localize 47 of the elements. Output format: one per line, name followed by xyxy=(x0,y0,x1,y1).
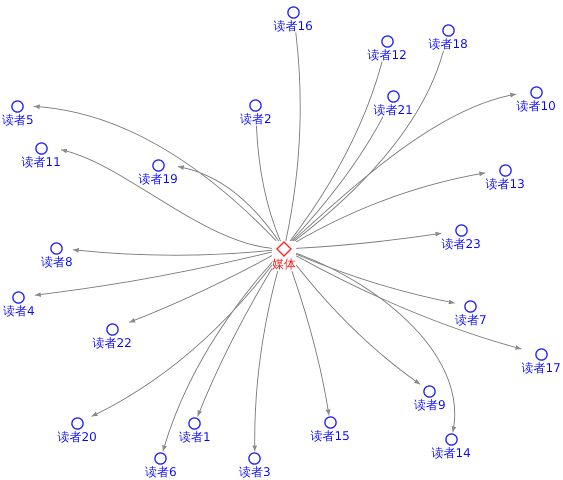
node-label: 读者6 xyxy=(145,464,177,478)
connector-line xyxy=(285,32,301,242)
node-label: 读者11 xyxy=(22,154,61,168)
arrow xyxy=(128,255,272,323)
node-label: 读者1 xyxy=(179,430,211,444)
arrow xyxy=(296,252,456,433)
node-label: 读者13 xyxy=(486,176,525,190)
arrow xyxy=(296,254,456,304)
node-label: 读者8 xyxy=(41,254,73,268)
arrow xyxy=(296,172,486,242)
node-label: 读者19 xyxy=(138,172,178,186)
arrow xyxy=(60,149,272,249)
node-label: 读者5 xyxy=(2,112,34,126)
arrow xyxy=(296,255,522,350)
node-label: 读者15 xyxy=(310,428,350,442)
arrow xyxy=(91,264,272,417)
node-label: 读者16 xyxy=(274,18,313,32)
arrow xyxy=(197,268,272,417)
node-label: 读者21 xyxy=(374,102,413,116)
connector-line xyxy=(291,116,384,242)
node-label: 读者20 xyxy=(58,430,97,444)
arrow xyxy=(252,270,278,452)
arrow xyxy=(292,93,517,242)
node-label: 读者12 xyxy=(368,48,407,62)
connector-line xyxy=(256,125,281,242)
node-label: 读者9 xyxy=(414,398,446,412)
arrow xyxy=(162,262,272,452)
arrow xyxy=(177,166,280,242)
node-label: 读者22 xyxy=(92,336,132,350)
connector-line xyxy=(290,61,383,242)
node-label: 读者23 xyxy=(442,236,481,250)
node-label: 读者2 xyxy=(240,112,272,126)
node-label: 读者18 xyxy=(428,36,468,50)
node-label: 读者10 xyxy=(516,98,556,112)
arrow xyxy=(291,270,330,416)
node-label: 读者17 xyxy=(522,360,561,374)
node-label: 读者3 xyxy=(239,464,271,478)
node-label: 媒体 xyxy=(272,257,296,271)
arrow xyxy=(296,232,442,249)
arrow xyxy=(72,248,272,256)
arrow xyxy=(34,252,272,297)
node-label: 读者7 xyxy=(455,312,487,326)
node-label: 读者14 xyxy=(432,446,471,460)
connector-line xyxy=(294,50,444,242)
arrow xyxy=(296,264,421,385)
node-label: 读者4 xyxy=(3,304,35,318)
arrow xyxy=(33,104,277,242)
